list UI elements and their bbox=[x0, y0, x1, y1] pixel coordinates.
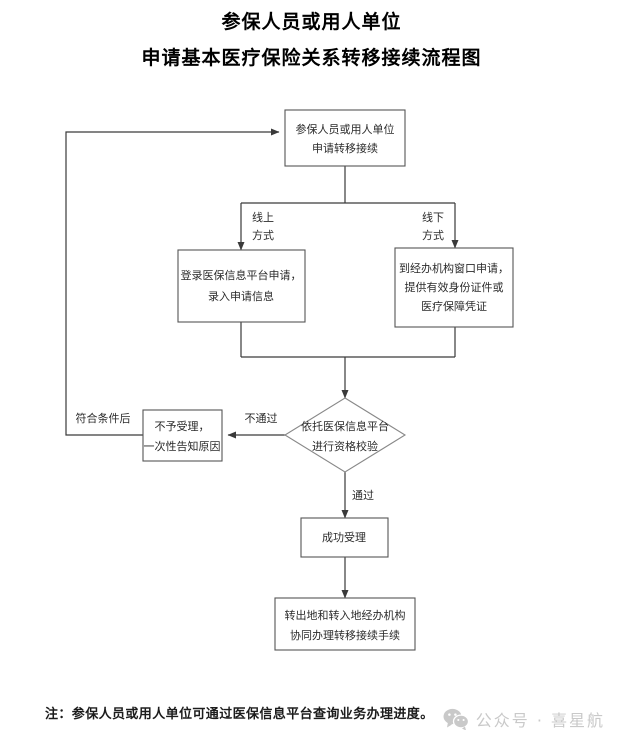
node-start-line-2: 申请转移接续 bbox=[312, 141, 378, 155]
watermark-text: 公众号 · 喜星航 bbox=[475, 711, 605, 730]
edge-label-online-line-2: 方式 bbox=[252, 228, 274, 242]
node-offline-line-3: 医疗保障凭证 bbox=[421, 299, 487, 313]
node-offline-application: 到经办机构窗口申请， 提供有效身份证件或 医疗保障凭证 bbox=[394, 247, 514, 328]
node-reject-line-2: 一次性告知原因 bbox=[144, 439, 221, 453]
edge-label-retry: 符合条件后 bbox=[76, 411, 131, 425]
connector-reject-to-start bbox=[65, 128, 280, 436]
edge-label-offline-line-2: 方式 bbox=[422, 228, 444, 242]
edge-label-online-line-1: 线上 bbox=[252, 210, 274, 224]
title-line-2: 申请基本医疗保险关系转移接续流程图 bbox=[141, 48, 482, 69]
node-offline-line-2: 提供有效身份证件或 bbox=[405, 280, 504, 294]
node-verify-line-1: 依托医保信息平台 bbox=[301, 419, 389, 433]
node-start: 参保人员或用人单位 申请转移接续 bbox=[284, 109, 406, 167]
node-verify-line-2: 进行资格校验 bbox=[312, 439, 378, 453]
edge-label-offline-line-1: 线下 bbox=[422, 210, 444, 224]
node-accept: 成功受理 bbox=[300, 517, 389, 558]
node-online-application: 登录医保信息平台申请， 录入申请信息 bbox=[177, 249, 306, 323]
node-reject-line-1: 不予受理， bbox=[155, 420, 210, 433]
node-handle-transfer: 转出地和转入地经办机构 协同办理转移接续手续 bbox=[274, 597, 416, 651]
title-line-1: 参保人员或用人单位 bbox=[221, 12, 402, 33]
node-verify-decision: 依托医保信息平台 进行资格校验 bbox=[283, 397, 407, 473]
node-offline-line-1: 到经办机构窗口申请， bbox=[399, 261, 509, 275]
node-online-line-2: 录入申请信息 bbox=[208, 289, 274, 303]
watermark: 公众号 · 喜星航 bbox=[443, 707, 605, 731]
node-accept-line-1: 成功受理 bbox=[322, 531, 366, 544]
node-handle-line-2: 协同办理转移接续手续 bbox=[290, 628, 400, 642]
node-reject: 不予受理， 一次性告知原因 bbox=[142, 409, 223, 462]
node-start-line-1: 参保人员或用人单位 bbox=[296, 122, 395, 136]
edge-label-fail: 不通过 bbox=[245, 412, 278, 425]
edge-label-online-branch: 线上 方式 bbox=[252, 210, 274, 242]
page-title: 参保人员或用人单位 申请基本医疗保险关系转移接续流程图 bbox=[0, 8, 623, 74]
edge-label-pass: 通过 bbox=[352, 489, 374, 502]
wechat-icon bbox=[443, 708, 469, 730]
node-online-line-1: 登录医保信息平台申请， bbox=[181, 268, 302, 282]
edge-label-offline-branch: 线下 方式 bbox=[422, 210, 444, 242]
node-handle-line-1: 转出地和转入地经办机构 bbox=[285, 608, 406, 622]
footer-note: 注：参保人员或用人单位可通过医保信息平台查询业务办理进度。 bbox=[45, 706, 434, 721]
